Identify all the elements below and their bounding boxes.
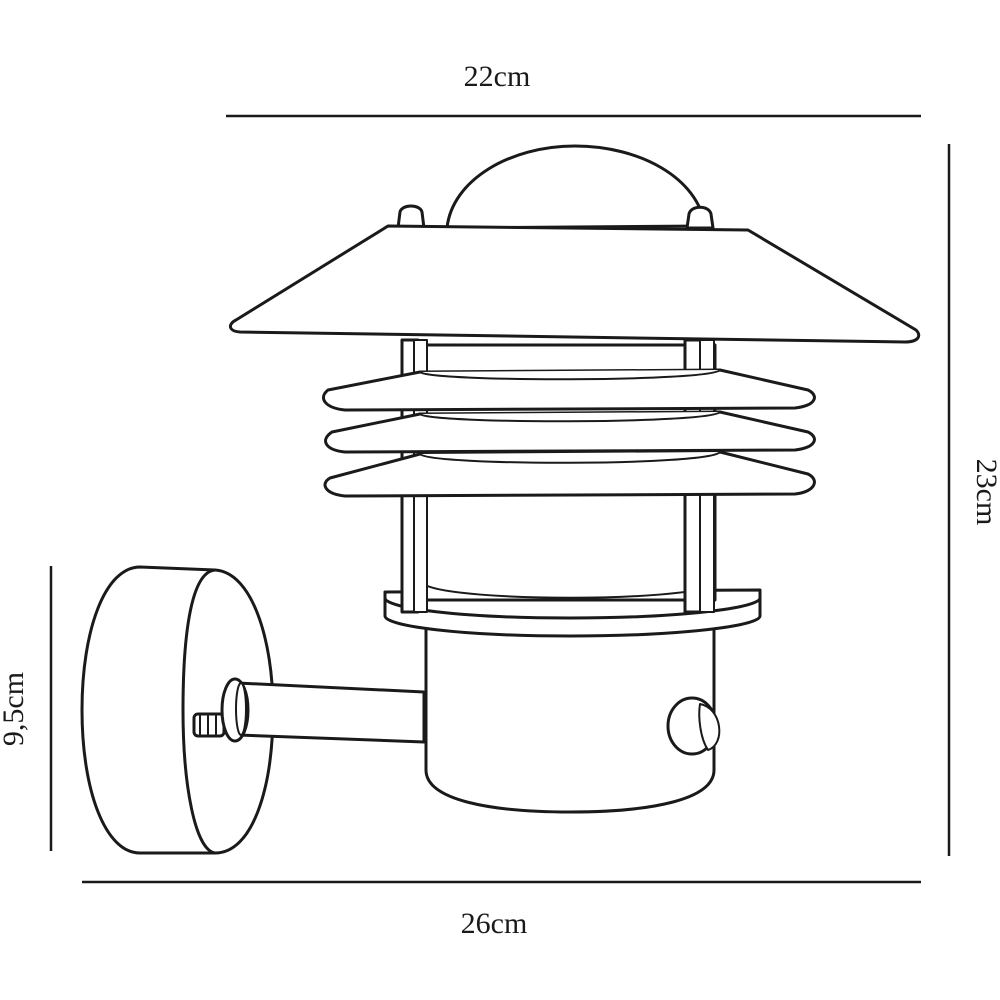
top-width-label: 22cm xyxy=(464,60,531,93)
bottom-width-label: 26cm xyxy=(461,907,528,940)
left-height-label: 9,5cm xyxy=(0,672,30,746)
louvre-fin-3 xyxy=(323,450,816,498)
dimension-right: 23cm xyxy=(947,144,1000,856)
louvre-fin-2 xyxy=(324,410,816,454)
right-height-label: 23cm xyxy=(970,459,1000,526)
dimension-left: 9,5cm xyxy=(0,566,53,851)
wall-mount-plate xyxy=(80,565,275,855)
roof-screws xyxy=(396,204,715,230)
dimension-bottom: 26cm xyxy=(82,880,921,940)
dimension-top: 22cm xyxy=(226,60,921,118)
louvre-fin-1 xyxy=(322,368,816,412)
lamp-base-body xyxy=(424,618,721,814)
wall-lamp-illustration xyxy=(80,144,921,855)
wall-arm xyxy=(220,677,426,744)
top-dome xyxy=(445,144,707,230)
roof-shade xyxy=(229,224,921,344)
